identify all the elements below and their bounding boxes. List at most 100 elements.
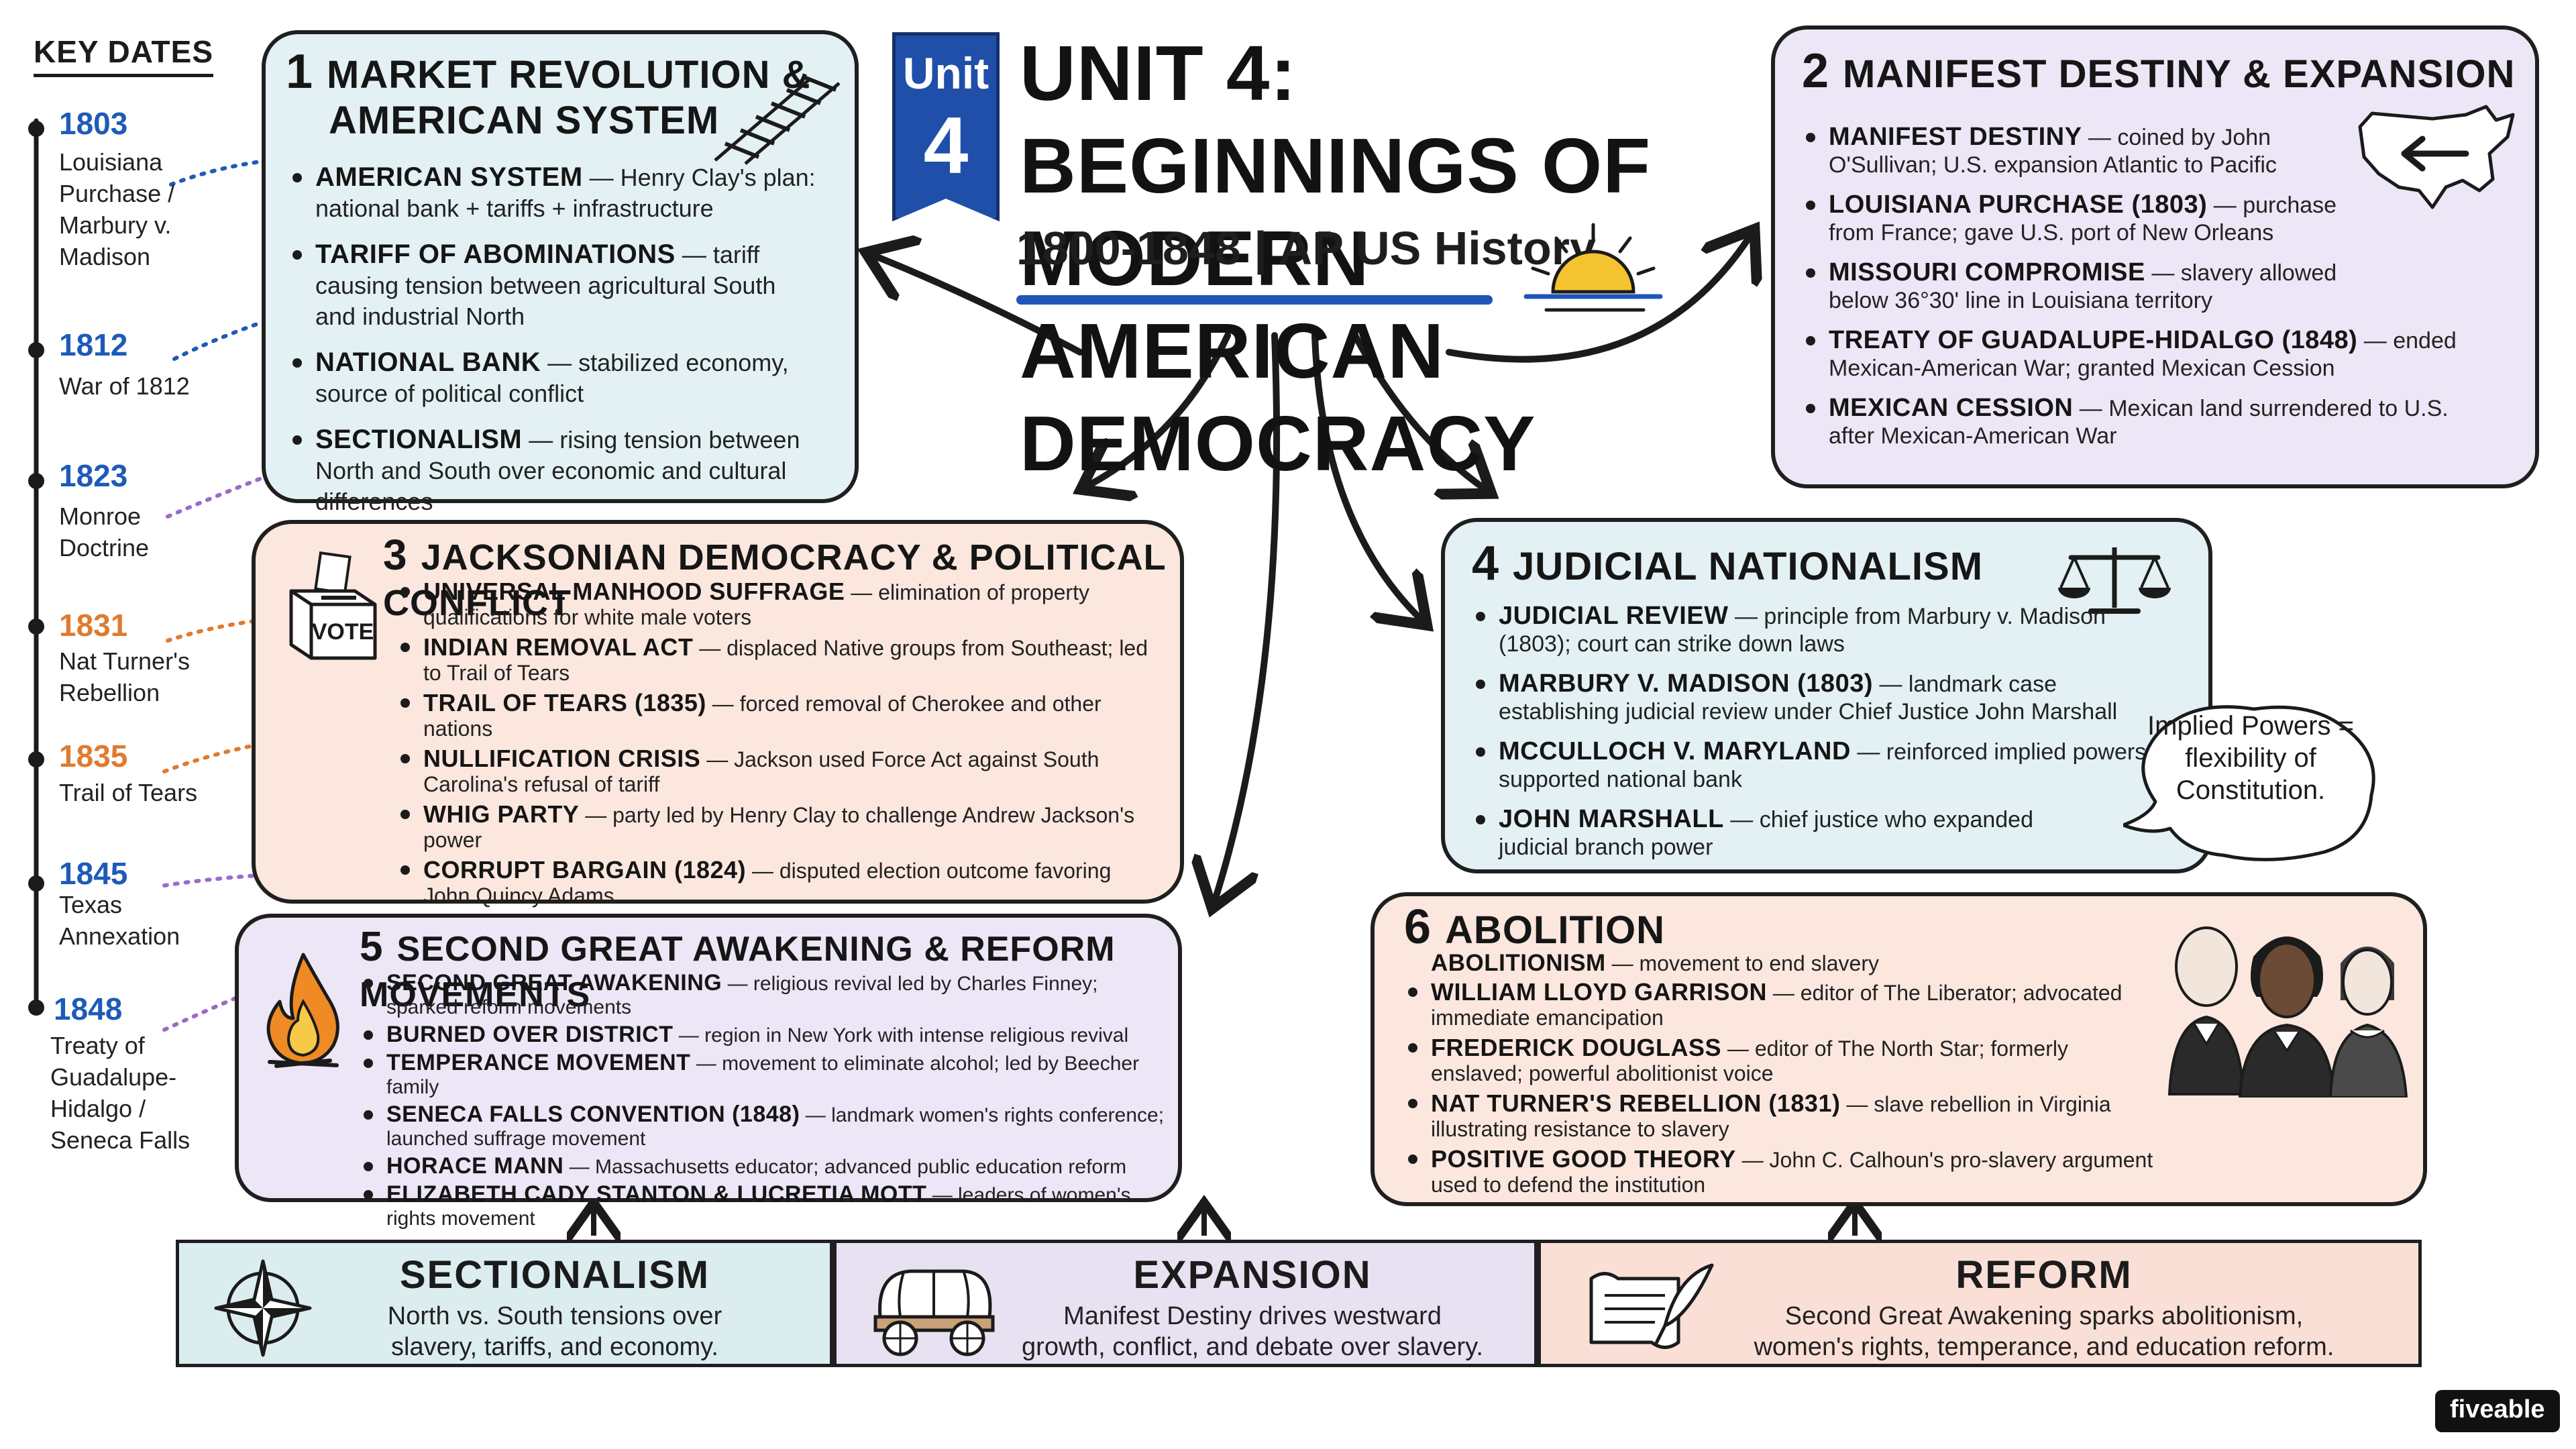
section-3-list: UNIVERSAL MANHOOD SUFFRAGE — elimination… — [396, 579, 1161, 913]
timeline-year: 1831 — [59, 608, 128, 643]
list-item: MARBURY V. MADISON (1803) — landmark cas… — [1472, 670, 2169, 726]
covered-wagon-icon — [873, 1269, 995, 1356]
timeline-year: 1812 — [59, 327, 128, 362]
arrow-to-section-4b — [1352, 332, 1486, 490]
list-item: SENECA FALLS CONVENTION (1848) — landmar… — [360, 1103, 1165, 1150]
list-item: UNIVERSAL MANHOOD SUFFRAGE — elimination… — [396, 579, 1161, 630]
page-subtitle: 1800-1848 | AP US History — [1016, 222, 1596, 274]
us-map-icon — [2358, 105, 2515, 209]
timeline-dot — [28, 121, 44, 137]
theme-title: EXPANSION — [1133, 1253, 1372, 1297]
list-item: MANIFEST DESTINY — coined by John O'Sull… — [1802, 123, 2365, 179]
theme-sectionalism: SECTIONALISM North vs. South tensions ov… — [176, 1240, 833, 1367]
list-item: ELIZABETH CADY STANTON & LUCRETIA MOTT —… — [360, 1183, 1165, 1230]
list-item: SECOND GREAT AWAKENING — religious reviv… — [360, 971, 1165, 1019]
timeline-label: Texas Annexation — [59, 891, 180, 950]
unit-badge: Unit 4 — [892, 32, 1000, 221]
list-item: LOUISIANA PURCHASE (1803) — purchase fro… — [1802, 191, 2365, 247]
timeline-label: Trail of Tears — [59, 779, 198, 806]
list-item: WHIG PARTY — party led by Henry Clay to … — [396, 802, 1161, 853]
section-6-list: WILLIAM LLOYD GARRISON — editor of The L… — [1404, 979, 2155, 1202]
list-item: WILLIAM LLOYD GARRISON — editor of The L… — [1404, 979, 2155, 1030]
timeline-label: Monroe Doctrine — [59, 502, 150, 561]
speech-bubble-text: Implied Powers = flexibility of Constitu… — [2147, 711, 2354, 805]
list-item: INDIAN REMOVAL ACT — displaced Native gr… — [396, 635, 1161, 686]
list-item: HORACE MANN — Massachusetts educator; ad… — [360, 1155, 1165, 1179]
timeline-year: 1823 — [59, 458, 128, 493]
section-1-list: AMERICAN SYSTEM — Henry Clay's plan: nat… — [288, 162, 818, 532]
theme-title: REFORM — [1955, 1253, 2133, 1297]
list-item: McCULLOCH V. MARYLAND — reinforced impli… — [1472, 738, 2169, 794]
timeline-dot — [28, 1000, 44, 1016]
scales-of-justice-icon — [2058, 547, 2171, 614]
timeline-dot — [28, 751, 44, 767]
list-item: MISSOURI COMPROMISE — slavery allowed be… — [1802, 259, 2365, 315]
unit-badge-number: 4 — [923, 101, 969, 191]
list-item: TRAIL OF TEARS (1835) — forced removal o… — [396, 690, 1161, 741]
timeline-year: 1803 — [59, 106, 128, 141]
compass-icon — [214, 1259, 312, 1357]
theme-expansion: EXPANSION Manifest Destiny drives westwa… — [833, 1240, 1538, 1367]
arrow-to-section-3 — [1087, 332, 1231, 486]
list-item: SECTIONALISM — rising tension between No… — [288, 424, 818, 517]
timeline-year: 1835 — [59, 739, 128, 773]
list-item: MEXICAN CESSION — Mexican land surrender… — [1802, 394, 2500, 450]
arrow-to-section-1 — [872, 255, 1083, 356]
scroll-quill-icon — [1589, 1263, 1714, 1349]
theme-title: SECTIONALISM — [399, 1253, 710, 1297]
list-item: AMERICAN SYSTEM — Henry Clay's plan: nat… — [288, 162, 818, 224]
key-dates-title: KEY DATES — [34, 34, 214, 77]
list-item: POSITIVE GOOD THEORY — John C. Calhoun's… — [1404, 1146, 2155, 1197]
title-line-1: UNIT 4: BEGINNINGS OF — [1020, 30, 1652, 209]
list-item: TREATY OF GUADALUPE-HIDALGO (1848) — end… — [1802, 327, 2526, 382]
timeline-year: 1848 — [54, 991, 123, 1026]
list-item: BURNED OVER DISTRICT — region in New Yor… — [360, 1023, 1165, 1047]
list-item: NAT TURNER'S REBELLION (1831) — slave re… — [1404, 1091, 2155, 1142]
fiveable-logo: fiveable — [2435, 1390, 2560, 1432]
timeline-dot — [28, 875, 44, 892]
section-2-list: MANIFEST DESTINY — coined by John O'Sull… — [1802, 123, 2457, 462]
title-underline — [1016, 295, 1493, 305]
timeline-dot — [28, 473, 44, 489]
timeline-label: War of 1812 — [59, 372, 190, 400]
flame-icon — [266, 953, 339, 1068]
abolitionism-intro: ABOLITIONISM — movement to end slavery — [1431, 950, 1879, 976]
list-item: FREDERICK DOUGLASS — editor of The North… — [1404, 1035, 2155, 1086]
theme-reform: REFORM Second Great Awakening sparks abo… — [1538, 1240, 2422, 1367]
arrow-to-section-5 — [1214, 332, 1281, 902]
list-item: JUDICIAL REVIEW — principle from Marbury… — [1472, 602, 2176, 658]
abolitionist-portraits-icon — [2167, 926, 2408, 1097]
timeline-label: Treaty of Guadalupe-Hidalgo / Seneca Fal… — [50, 1032, 191, 1154]
timeline-label: Nat Turner's Rebellion — [59, 647, 190, 706]
arrow-to-section-2 — [1446, 235, 1751, 363]
timeline-dot — [28, 342, 44, 358]
ballot-box-icon: VOTE — [289, 551, 377, 660]
timeline-year: 1845 — [59, 856, 128, 891]
list-item: TARIFF OF ABOMINATIONS — tariff causing … — [288, 239, 818, 332]
list-item: JOHN MARSHALL — chief justice who expand… — [1472, 806, 2076, 861]
svg-text:VOTE: VOTE — [312, 619, 374, 645]
railroad-tracks-icon — [714, 74, 841, 165]
section-4-list: JUDICIAL REVIEW — principle from Marbury… — [1472, 602, 2176, 873]
list-item: NULLIFICATION CRISIS — Jackson used Forc… — [396, 746, 1161, 797]
list-item: TEMPERANCE MOVEMENT — movement to elimin… — [360, 1051, 1165, 1099]
section-5-list: SECOND GREAT AWAKENING — religious reviv… — [360, 971, 1165, 1234]
timeline-dot — [28, 619, 44, 635]
list-item: NATIONAL BANK — stabilized economy, sour… — [288, 347, 818, 409]
speech-bubble — [2123, 705, 2375, 861]
